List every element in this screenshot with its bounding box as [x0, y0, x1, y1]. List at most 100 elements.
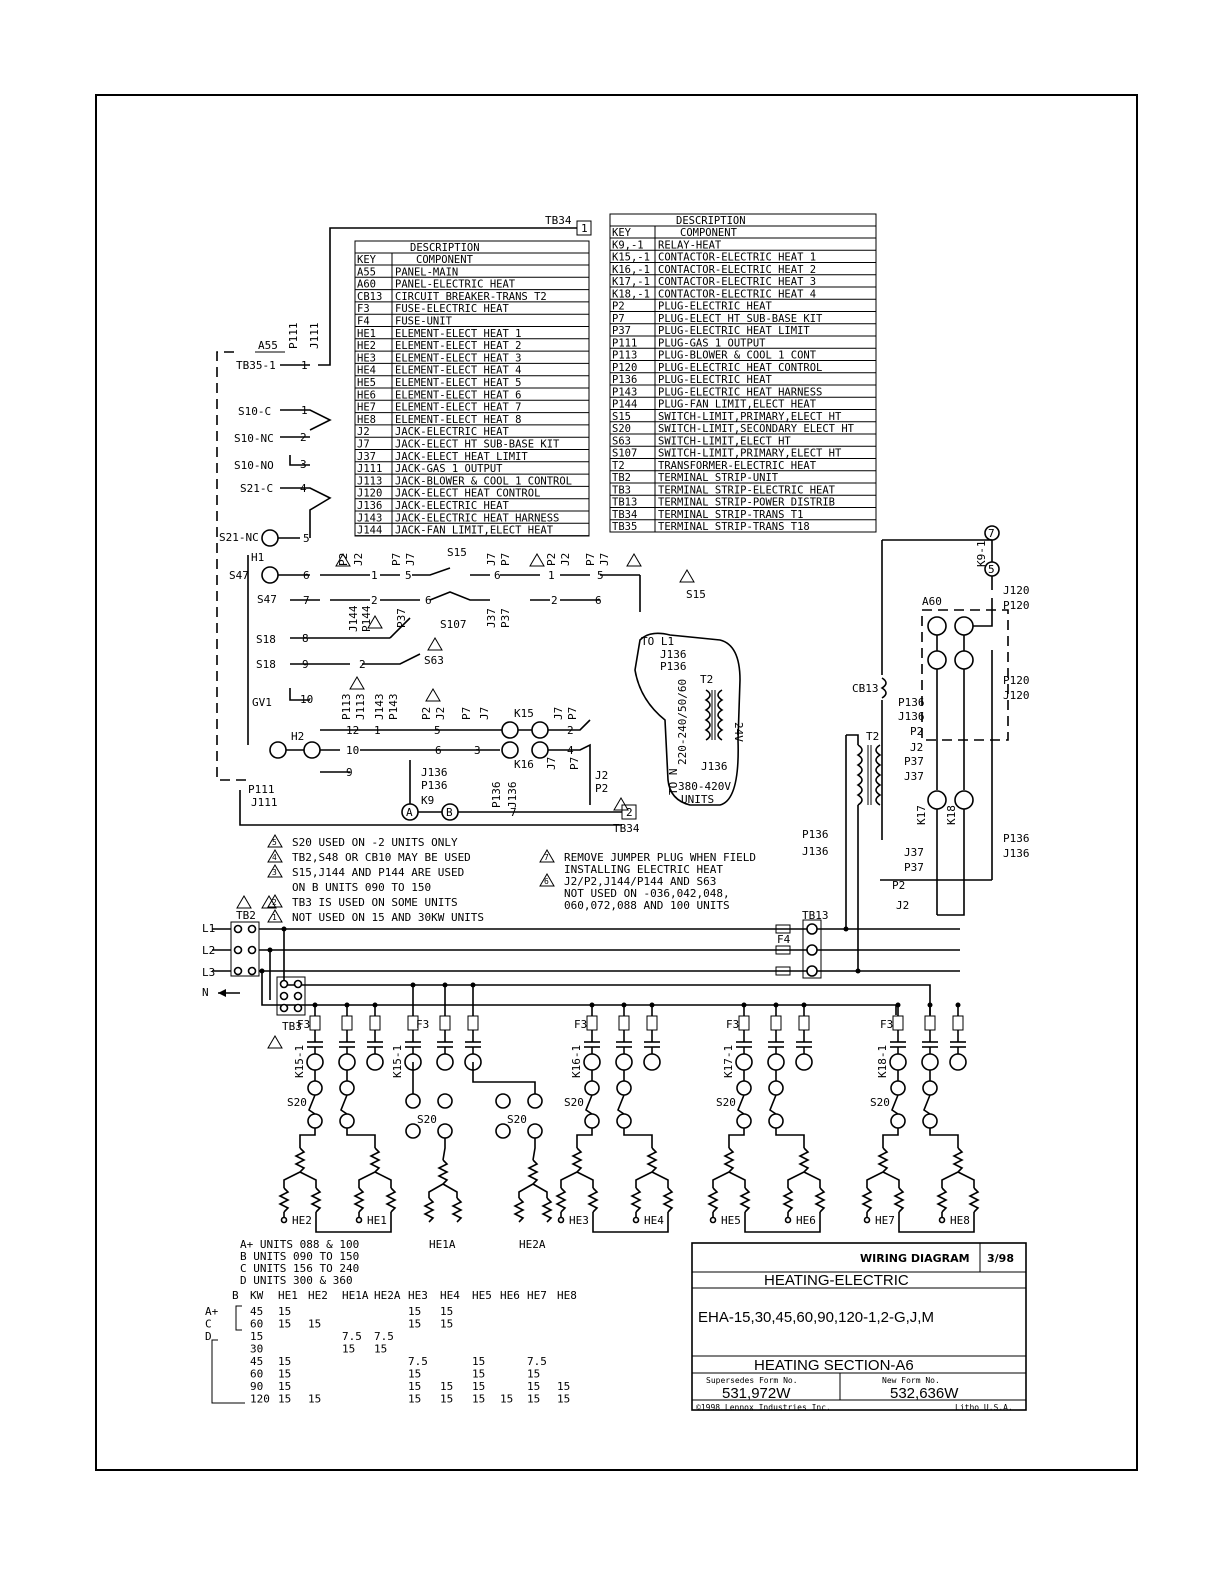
- tb2-terminal: [230, 921, 260, 977]
- kw-table-cell: 60: [250, 1368, 263, 1381]
- s10nc-label: S10-NC: [234, 432, 274, 445]
- bracket: [235, 1305, 242, 1331]
- tb35-label: TB35-1: [236, 359, 276, 372]
- legend-component: ELEMENT-ELECT HEAT 7: [395, 402, 521, 414]
- s20-label: S20: [287, 1096, 307, 1109]
- note-triangle-icon: [267, 834, 283, 848]
- legend-key: K16,-1: [612, 264, 650, 276]
- limit-switch: [891, 1094, 899, 1115]
- legend-key: K15,-1: [612, 252, 650, 264]
- heater-element-label: HE6: [796, 1214, 816, 1227]
- heater-element-coil: [541, 1197, 553, 1223]
- svg-text:5: 5: [988, 563, 995, 576]
- svg-text:5: 5: [303, 532, 310, 545]
- wire: [518, 1183, 534, 1198]
- heater-element-label: HE8: [950, 1214, 970, 1227]
- heater-element-coil: [587, 1187, 599, 1213]
- heater-element-coil: [739, 1187, 751, 1213]
- f3-label: F3: [416, 1018, 429, 1031]
- element-terminal: [557, 1216, 565, 1224]
- s20-label: S20: [507, 1113, 527, 1126]
- 24v-label: 24V: [732, 722, 745, 742]
- svg-text:P7: P7: [568, 757, 581, 770]
- wire: [315, 1220, 392, 1233]
- heater-element-coil: [385, 1187, 397, 1213]
- l2-label: L2: [202, 944, 215, 957]
- element-terminal: [355, 1216, 363, 1224]
- legend-key: TB13: [612, 497, 637, 509]
- legend-component: CONTACTOR-ELECTRIC HEAT 3: [658, 276, 816, 288]
- kw-table-cell: 7.5: [408, 1355, 428, 1368]
- kw-table-cell: 15: [408, 1368, 421, 1381]
- svg-text:P136: P136: [490, 782, 503, 809]
- heater-element-coil: [437, 1159, 449, 1185]
- legend-key: J144: [357, 525, 382, 537]
- svg-text:6: 6: [595, 594, 602, 607]
- legend-right-col-component: COMPONENT: [680, 227, 738, 239]
- k9-label: K9: [421, 794, 434, 807]
- element-terminal: [632, 1216, 640, 1224]
- legend-key: HE6: [357, 389, 376, 401]
- legend-component: CONTACTOR-ELECTRIC HEAT 2: [658, 264, 816, 276]
- j37-right: J37: [904, 770, 924, 783]
- terminal-1: [307, 1080, 323, 1096]
- note-text: TB3 IS USED ON SOME UNITS: [292, 896, 458, 909]
- legend-component: ELEMENT-ELECT HEAT 3: [395, 352, 521, 364]
- legend-key: TB34: [612, 509, 637, 521]
- legend-component: PLUG-ELECTRIC HEAT: [658, 374, 772, 386]
- legend-key: HE1: [357, 328, 376, 340]
- contactor-terminal: [436, 1053, 454, 1071]
- wire: [358, 1171, 376, 1188]
- tb13-terminal: [802, 919, 822, 979]
- terminal: [527, 1123, 543, 1139]
- junction-dot: [312, 1002, 318, 1008]
- legend-component: PLUG-ELECTRIC HEAT CONTROL: [658, 362, 822, 374]
- contactor-terminal: [921, 1053, 939, 1071]
- legend-key: A55: [357, 266, 376, 278]
- heater-element-coil: [723, 1147, 735, 1173]
- legend-component: JACK-BLOWER & COOL 1 CONTROL: [395, 475, 572, 487]
- l3-label: L3: [202, 966, 215, 979]
- legend-component: PANEL-MAIN: [395, 266, 458, 278]
- svg-text:10: 10: [346, 744, 359, 757]
- wire: [898, 1220, 975, 1233]
- wire: [428, 1183, 444, 1198]
- element-terminal: [280, 1216, 288, 1224]
- wire: [532, 1183, 548, 1198]
- kw-table-cell: 15: [278, 1380, 291, 1393]
- k9-a: A: [406, 806, 413, 819]
- wire: [866, 1171, 884, 1188]
- kw-table-header: HE4: [440, 1289, 460, 1302]
- wire: [775, 1128, 805, 1148]
- contactor-terminal: [767, 1053, 785, 1071]
- wire: [592, 1220, 669, 1233]
- terminal: [495, 1093, 511, 1109]
- terminal-2: [584, 1113, 600, 1129]
- svg-text:3: 3: [474, 744, 481, 757]
- note-number: 5: [272, 838, 277, 847]
- svg-text:J113: J113: [354, 694, 367, 721]
- kw-table-header: B: [232, 1289, 239, 1302]
- kw-table-cell: 15: [408, 1318, 421, 1331]
- heater-element-coil: [707, 1187, 719, 1213]
- title-models: EHA-15,30,45,60,90,120-1,2-G,J,M: [698, 1309, 934, 1326]
- kw-table-cell: 15: [500, 1393, 513, 1406]
- legend-component: SWITCH-LIMIT,SECONDARY ELECT HT: [658, 423, 855, 435]
- title-date: 3/98: [987, 1252, 1014, 1265]
- kw-table-cell: A+: [205, 1305, 219, 1318]
- svg-text:P7: P7: [460, 707, 473, 720]
- junction-dot: [895, 1002, 901, 1008]
- element-terminal: [938, 1216, 946, 1224]
- heater-element-label: HE5: [721, 1214, 741, 1227]
- new-form-value: 532,636W: [890, 1385, 959, 1402]
- transformer-t2-detail: TO L1 J136 P136 T2 24V 220-240/50/60 J13…: [634, 632, 745, 806]
- terminal: [437, 1093, 453, 1109]
- p136-label-mid: P136: [421, 779, 448, 792]
- kw-table-cell: 60: [250, 1318, 263, 1331]
- svg-text:J7: J7: [478, 707, 491, 720]
- wire: [882, 1171, 900, 1188]
- legend-key: J2: [357, 426, 370, 438]
- contactor-terminal: [306, 1053, 324, 1071]
- terminal-3: [768, 1080, 784, 1096]
